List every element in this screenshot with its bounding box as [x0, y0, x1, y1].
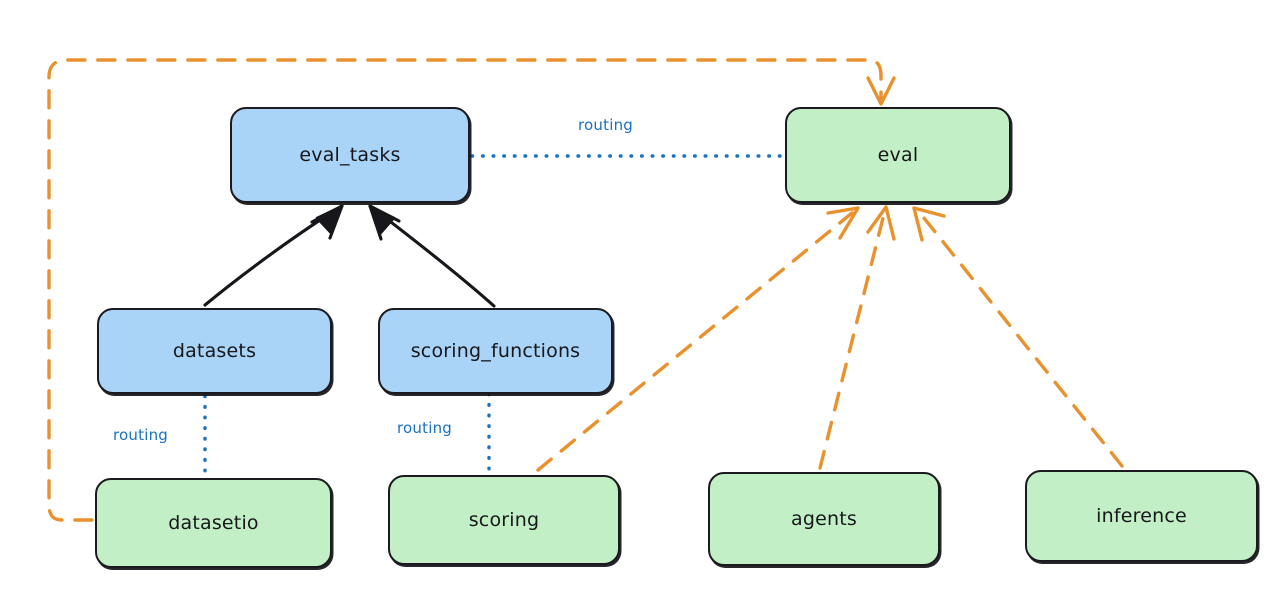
edge-scoring_functions-to-eval_tasks	[368, 204, 496, 308]
node-scoring-functions[interactable]: scoring_functions	[378, 308, 613, 394]
node-scoring[interactable]: scoring	[388, 475, 620, 565]
node-label: eval_tasks	[299, 144, 401, 166]
node-datasetio[interactable]: datasetio	[95, 478, 332, 568]
node-datasets[interactable]: datasets	[97, 308, 332, 394]
node-eval[interactable]: eval	[785, 107, 1011, 203]
edge-datasets-to-eval_tasks	[203, 204, 344, 307]
edge-label-routing-scoring: routing	[397, 419, 452, 437]
node-label: scoring	[468, 509, 540, 531]
node-label: agents	[791, 508, 857, 530]
edge-inference-to-eval-dependency	[912, 206, 1124, 468]
edge-datasetio-to-eval-dependency	[47, 58, 896, 522]
node-label: scoring_functions	[410, 340, 581, 362]
node-label: datasets	[172, 340, 257, 362]
node-inference[interactable]: inference	[1025, 470, 1258, 562]
node-label: inference	[1096, 505, 1187, 527]
node-eval-tasks[interactable]: eval_tasks	[230, 107, 470, 203]
edge-agents-to-eval-dependency	[818, 205, 896, 470]
node-label: datasetio	[168, 512, 259, 534]
node-label: eval	[877, 144, 919, 166]
edge-label-routing-eval: routing	[578, 116, 633, 134]
edge-label-routing-datasetio: routing	[113, 426, 168, 444]
node-agents[interactable]: agents	[708, 472, 940, 566]
